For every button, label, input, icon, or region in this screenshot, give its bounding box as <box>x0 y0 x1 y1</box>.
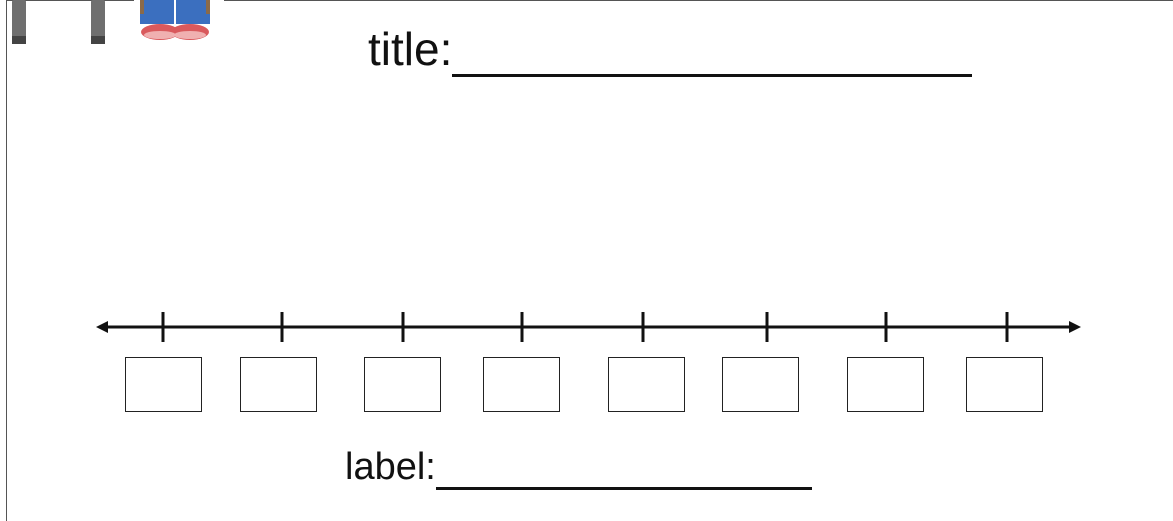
child-legs <box>134 0 224 40</box>
title-prompt-line: title: <box>368 20 973 79</box>
label-prompt: label: <box>345 446 436 488</box>
post-right <box>91 0 105 44</box>
label-blank[interactable] <box>435 444 812 490</box>
answer-box[interactable] <box>966 357 1043 412</box>
title-blank[interactable] <box>452 20 973 77</box>
answer-box[interactable] <box>364 357 441 412</box>
clip-art-child-sitting-icon <box>12 0 224 44</box>
answer-box[interactable] <box>608 357 685 412</box>
answer-box[interactable] <box>483 357 560 412</box>
answer-box[interactable] <box>240 357 317 412</box>
answer-box[interactable] <box>722 357 799 412</box>
left-arrowhead <box>96 321 108 333</box>
answer-box[interactable] <box>125 357 202 412</box>
right-arrowhead <box>1069 321 1081 333</box>
post-left <box>12 0 26 44</box>
label-prompt-line: label: <box>345 446 812 492</box>
worksheet-page <box>6 0 1173 521</box>
title-prompt: title: <box>368 23 453 75</box>
answer-box[interactable] <box>847 357 924 412</box>
